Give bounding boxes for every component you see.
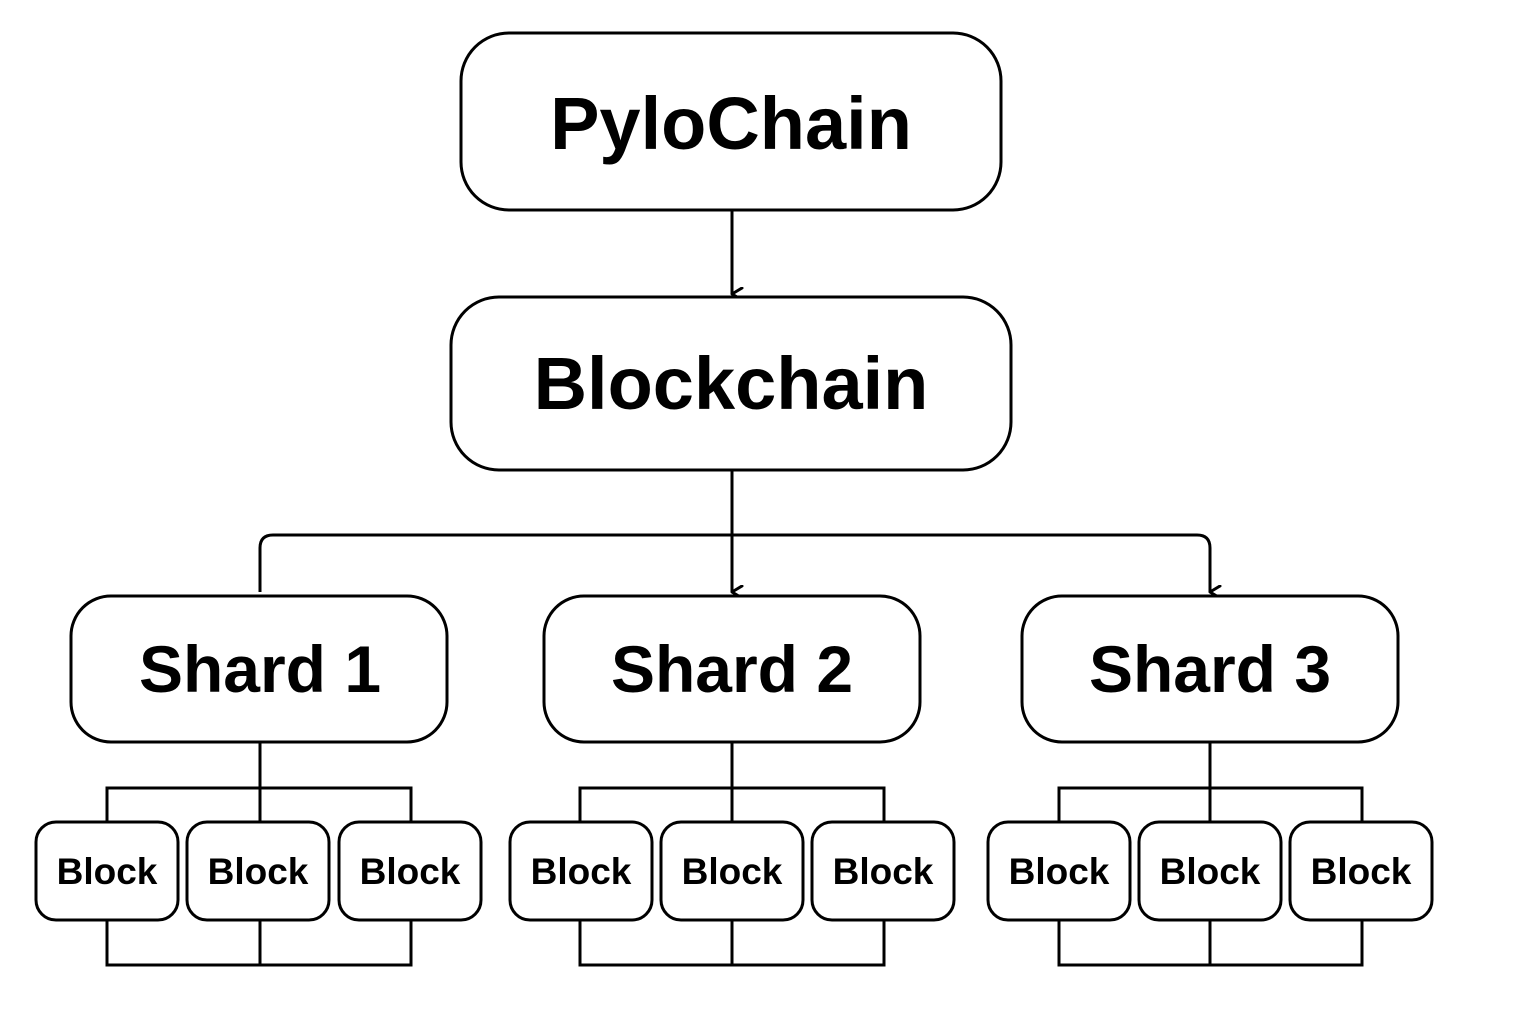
shard-3-label: Shard 3 bbox=[1089, 632, 1331, 706]
chain-to-shards-connector bbox=[258, 470, 1210, 592]
block-label: Block bbox=[57, 851, 158, 892]
blockchain-label: Blockchain bbox=[534, 342, 929, 425]
shard-2-block-3[interactable]: Block bbox=[810, 820, 956, 922]
shard-2-label: Shard 2 bbox=[611, 632, 853, 706]
shard-3-node[interactable]: Shard 3 bbox=[1020, 594, 1400, 744]
shard-1-block-3[interactable]: Block bbox=[337, 820, 483, 922]
block-label: Block bbox=[208, 851, 309, 892]
block-label: Block bbox=[360, 851, 461, 892]
shard-3-block-1[interactable]: Block bbox=[986, 820, 1132, 922]
block-label: Block bbox=[1311, 851, 1412, 892]
shard-1-block-2[interactable]: Block bbox=[185, 820, 331, 922]
shard-1-label: Shard 1 bbox=[139, 632, 381, 706]
block-label: Block bbox=[1160, 851, 1261, 892]
pylochain-node[interactable]: PyloChain bbox=[459, 31, 1003, 212]
shard-2-node[interactable]: Shard 2 bbox=[542, 594, 922, 744]
block-label: Block bbox=[531, 851, 632, 892]
blockchain-node[interactable]: Blockchain bbox=[449, 295, 1013, 472]
shard-1-node[interactable]: Shard 1 bbox=[69, 594, 449, 744]
shard-3-group: Shard 3 Block Block Block bbox=[986, 594, 1434, 967]
shard-2-group: Shard 2 Block Block Block bbox=[508, 594, 956, 967]
pylochain-label: PyloChain bbox=[550, 82, 912, 165]
block-label: Block bbox=[682, 851, 783, 892]
block-label: Block bbox=[1009, 851, 1110, 892]
block-label: Block bbox=[833, 851, 934, 892]
shard-2-block-2[interactable]: Block bbox=[659, 820, 805, 922]
shard-3-block-3[interactable]: Block bbox=[1288, 820, 1434, 922]
shard-3-block-2[interactable]: Block bbox=[1137, 820, 1283, 922]
shard-1-block-1[interactable]: Block bbox=[34, 820, 180, 922]
shard-2-block-1[interactable]: Block bbox=[508, 820, 654, 922]
shard-1-group: Shard 1 Block Block Block bbox=[34, 594, 483, 967]
